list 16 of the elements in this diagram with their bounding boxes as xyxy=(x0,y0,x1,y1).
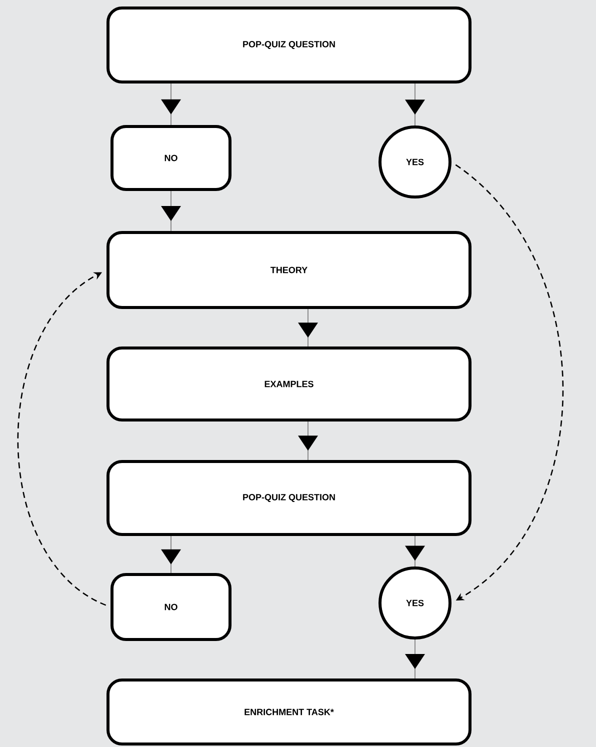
arrow xyxy=(17,272,106,606)
step-box: POP-QUIZ QUESTION xyxy=(106,460,472,536)
arrow xyxy=(405,536,425,567)
step-box: THEORY xyxy=(106,231,472,309)
arrow xyxy=(405,83,425,126)
arrow xyxy=(161,536,181,574)
arrow xyxy=(161,83,181,126)
arrow xyxy=(161,190,181,232)
arrow xyxy=(298,308,318,347)
step-box: ENRICHMENT TASK* xyxy=(106,678,472,746)
step-box: POP-QUIZ QUESTION xyxy=(106,6,472,84)
step-box: EXAMPLES xyxy=(106,346,472,422)
arrow xyxy=(298,421,318,460)
step-box: NO xyxy=(110,125,232,191)
arrow xyxy=(405,639,425,679)
step-box: NO xyxy=(110,573,232,641)
